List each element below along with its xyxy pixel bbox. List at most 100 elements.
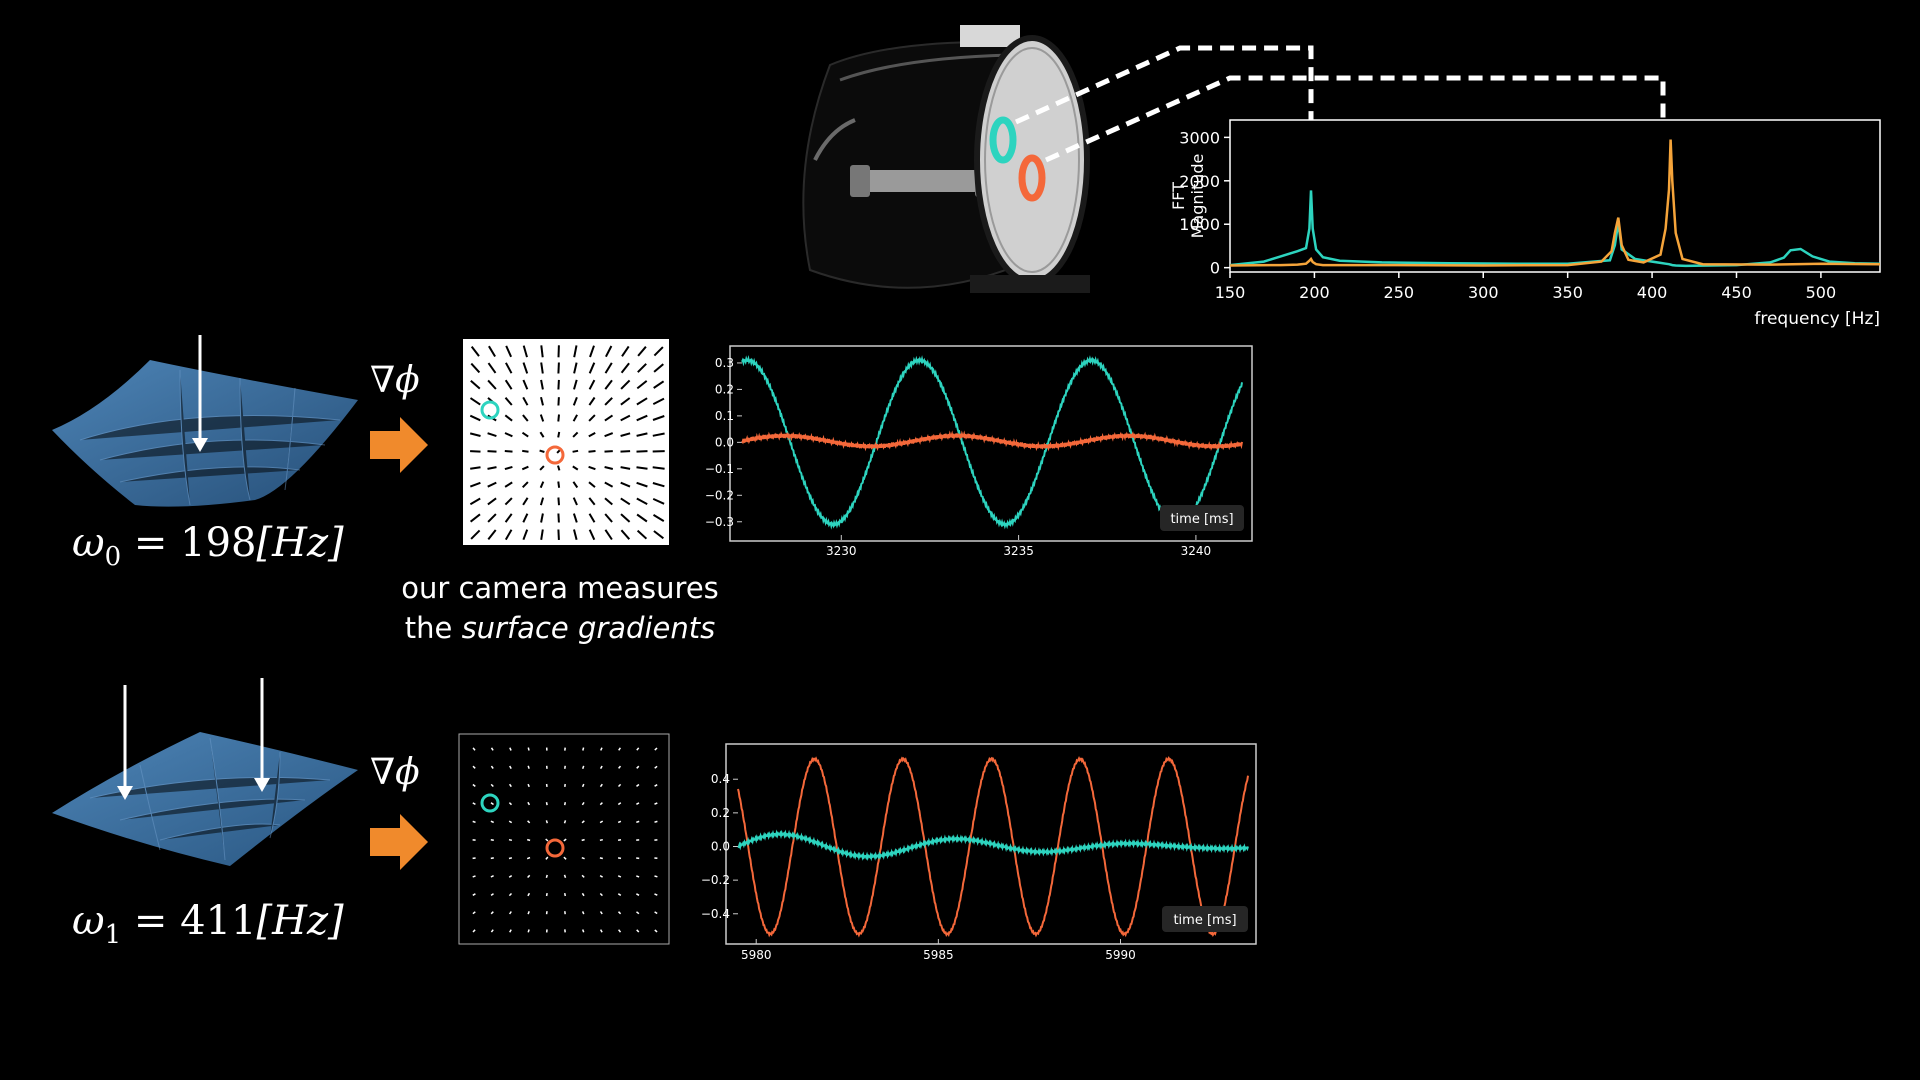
fft-y-tick-label: 0: [1210, 259, 1220, 278]
fft-ylabel-line2: Magnitude: [1188, 154, 1207, 239]
gradient-vector: [509, 765, 512, 769]
gradient-vector: [636, 529, 648, 540]
gradient-vector: [604, 466, 614, 470]
gradient-vector: [527, 820, 531, 824]
gradient-vector: [581, 856, 585, 860]
gradient-vector: [620, 481, 631, 488]
gradient-vector: [588, 497, 596, 506]
gradient-vector: [504, 529, 513, 541]
gradient-vector: [572, 465, 579, 471]
gradient-vector: [469, 397, 481, 406]
gradient-vector: [653, 380, 665, 389]
gradient-vector: [540, 379, 544, 390]
gradient-vector: [504, 379, 513, 390]
gradient-vector: [490, 911, 494, 915]
gradient-vector: [563, 802, 567, 806]
gradient-vector: [508, 783, 512, 788]
gradient-vector: [504, 465, 513, 471]
flat-surface: [52, 732, 358, 866]
gradient-vector: [545, 856, 549, 860]
time-y-tick-label: −0.2: [705, 488, 734, 502]
gradient-vector: [539, 414, 545, 422]
time-y-tick-label: 0.1: [715, 409, 734, 423]
gradient-vector: [487, 379, 497, 390]
mode1-gradient-field: [458, 733, 670, 945]
gradient-vector: [490, 765, 494, 769]
gradient-vector: [604, 379, 613, 390]
gradient-vector: [572, 513, 578, 523]
gradient-vector: [604, 450, 613, 453]
gradient-vector: [653, 363, 664, 373]
fft-x-tick-label: 200: [1299, 283, 1330, 302]
fft-x-tick-label: 500: [1806, 283, 1837, 302]
gradient-vector: [654, 765, 658, 769]
gradient-vector: [652, 514, 665, 522]
gradient-vector: [505, 362, 513, 374]
mode1-gradient-symbol: ∇ϕ: [370, 752, 420, 793]
gradient-vector: [563, 820, 567, 824]
mode1-surface-diagram: [52, 678, 358, 866]
gradient-vector: [545, 892, 548, 897]
gradient-vector: [581, 874, 585, 878]
gradient-vector: [490, 893, 494, 897]
gradient-vector: [470, 450, 481, 453]
gradient-vector: [527, 801, 531, 806]
gradient-vector: [654, 893, 658, 896]
gradient-vector: [508, 857, 513, 860]
gradient-vector: [599, 929, 603, 933]
gradient-vector: [487, 362, 497, 374]
gradient-vector: [508, 838, 513, 842]
gradient-vector: [545, 820, 549, 824]
gradient-vector: [588, 481, 596, 488]
force-arrowhead-left: [117, 786, 133, 800]
gradient-vector: [472, 875, 476, 878]
gradient-vector: [504, 450, 513, 453]
gradient-vector: [636, 802, 640, 805]
teal-probe-marker: [480, 400, 500, 420]
gradient-vector: [573, 379, 578, 390]
connector-teal: [1014, 45, 1314, 140]
gradient-vector: [654, 875, 658, 878]
gradient-vector: [573, 345, 578, 358]
gradient-vector: [490, 857, 494, 860]
mode1-frequency-label: ω1 = 411[Hz]: [72, 898, 344, 950]
gradient-vector: [469, 497, 481, 506]
gradient-vector: [573, 362, 578, 374]
gradient-vector: [572, 481, 579, 489]
gradient-vector: [652, 397, 665, 405]
gradient-vector: [636, 929, 640, 933]
gradient-vector: [599, 820, 604, 824]
gradient-vector: [539, 449, 545, 453]
gradient-vector: [620, 450, 631, 453]
gradient-vector: [599, 838, 603, 842]
gradient-vector: [617, 893, 622, 897]
gradient-vector: [636, 513, 648, 523]
gradient-vector: [509, 929, 512, 933]
caption-line2: the surface gradients: [404, 611, 716, 645]
time-y-tick-label: 0.0: [715, 435, 734, 449]
time-x-tick-label: 5990: [1105, 948, 1136, 962]
gradient-vector: [636, 397, 648, 406]
drum-tape: [960, 25, 1020, 47]
gradient-vector: [490, 802, 494, 806]
fft-y-tick-label: 3000: [1179, 128, 1220, 147]
gradient-vector: [563, 892, 567, 897]
gradient-vector: [652, 482, 665, 488]
time-y-tick-label: 0.4: [711, 772, 730, 786]
gradient-vector: [589, 345, 595, 358]
gradient-vector: [487, 497, 497, 506]
time-legend-box: [1162, 906, 1248, 932]
gradient-vector: [563, 874, 567, 879]
gradient-vector: [599, 765, 603, 769]
gradient-vector: [539, 431, 545, 438]
gradient-vector: [469, 414, 481, 422]
gradient-vector: [487, 466, 497, 470]
gradient-vector: [539, 497, 545, 506]
gradient-vector: [636, 380, 648, 390]
gradient-vector: [573, 529, 578, 541]
orange-probe-marker: [545, 445, 565, 465]
gradient-vector: [636, 497, 648, 505]
gradient-vector: [653, 530, 665, 540]
